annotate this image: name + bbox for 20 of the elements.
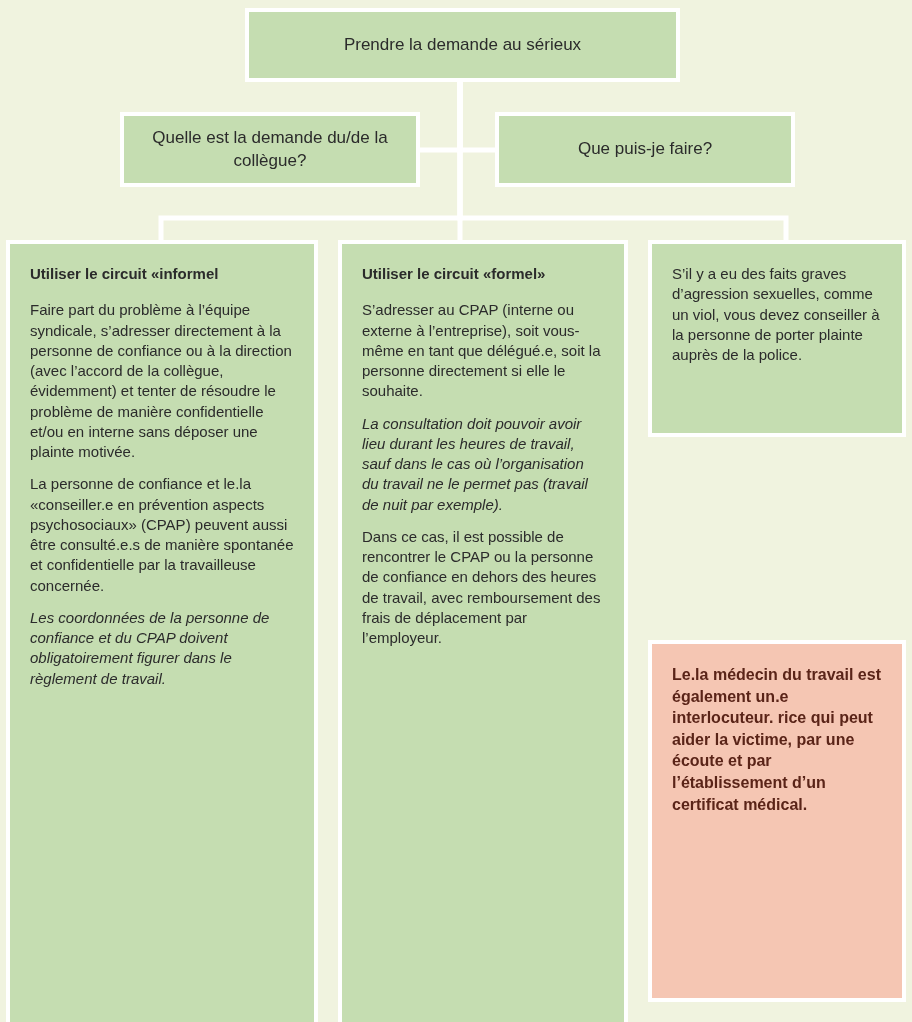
paragraph: S’il y a eu des faits graves d’agression sexuelles, comme un viol, vous devez conseiller à la personne de porter plainte auprès de la police. xyxy=(672,264,881,365)
paragraph: S’adresser au CPAP (interne ou externe à l’entreprise), soit vous-même en tant que délégué.e, soit la personne directement si elle le souhaite. xyxy=(362,300,602,402)
heading: Utiliser le circuit «informel xyxy=(30,264,220,284)
text-box xyxy=(648,640,906,1002)
paragraph: Le.la médecin du travail est également un.e interlocuteur. rice qui peut aider la victime, par une écoute et par l’établissement d’un certificat médical. xyxy=(672,665,882,815)
paragraph: Quelle est la demande du/de la collègue? xyxy=(151,126,389,172)
paragraph: Dans ce cas, il est possible de rencontrer le CPAP ou la personne de confiance en dehors des heures de travail, avec remboursement des frais de déplacement par l’employeur. xyxy=(362,526,602,648)
paragraph: Faire part du problème à l’équipe syndicale, s’adresser directement à la personne de confiance ou à la direction (avec l’accord de la collègue, évidemment) et tenter de résoudre le problème de manière confidentielle et/ou en interne sans déposer une plainte motivée. xyxy=(30,300,293,462)
paragraph: La personne de confiance et le.la «conseiller.e en prévention aspects psychosociaux» (CPAP) peuvent aussi être consulté.e.s de manière spontanée et confidentielle par la travailleuse concernée. xyxy=(30,474,294,596)
heading: Utiliser le circuit «formel» xyxy=(362,264,547,284)
text-box xyxy=(120,112,420,187)
paragraph: Les coordonnées de la personne de confiance et du CPAP doivent obligatoirement figurer dans le règlement de travail. xyxy=(30,607,271,689)
paragraph: Prendre la demande au sérieux xyxy=(343,33,582,56)
paragraph: Que puis-je faire? xyxy=(577,138,713,161)
text-box xyxy=(495,112,795,187)
text-box xyxy=(6,240,318,1022)
text-box xyxy=(245,8,680,82)
text-box xyxy=(648,240,906,437)
text-box xyxy=(338,240,628,1022)
paragraph: La consultation doit pouvoir avoir lieu durant les heures de travail, sauf dans le cas où l’organisation du travail ne le permet pas (travail de nuit par exemple). xyxy=(362,413,589,515)
